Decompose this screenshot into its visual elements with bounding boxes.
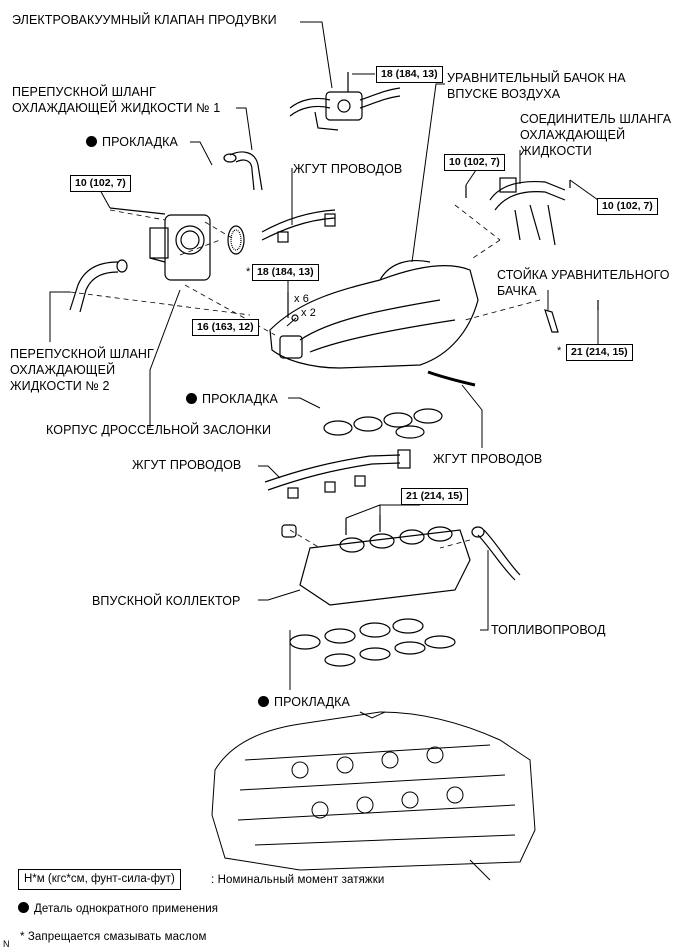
north-mark: N (3, 939, 10, 949)
wire-harness-1-label: ЖГУТ ПРОВОДОВ (293, 162, 403, 176)
intake-manifold-part (281, 515, 471, 606)
gasket-bottom-part (289, 618, 456, 667)
fuel-line-part (471, 526, 521, 581)
legend-no-oil: * Запрещается смазывать маслом (20, 931, 207, 943)
torque-vsv-bolt: 18 (184, 13) (376, 66, 443, 83)
purge-vsv-label: ЭЛЕКТРОВАКУУМНЫЙ КЛАПАН ПРОДУВКИ (12, 13, 277, 27)
torque-throttle-bolt: 10 (102, 7) (70, 175, 131, 192)
surge-tank-stay-part (544, 300, 599, 333)
gasket-bottom-label: ПРОКЛАДКА (258, 694, 350, 710)
bypass-hose-2-part (69, 259, 128, 313)
torque-joint-bolt-left: 10 (102, 7) (444, 154, 505, 171)
legend-non-reusable: Деталь однократного применения (18, 901, 218, 917)
legend-non-reusable-text: Деталь однократного применения (34, 903, 219, 915)
asterisk-mark-2: * (557, 345, 562, 357)
non-reusable-dot-icon (18, 902, 29, 913)
non-reusable-dot-icon (258, 696, 269, 707)
surge-tank-stay-label: СТОЙКА УРАВНИТЕЛЬНОГО БАЧКА (497, 268, 670, 298)
bypass-hose-1-part (223, 151, 263, 191)
assembly-lines (69, 204, 541, 549)
wire-harness-3-label: ЖГУТ ПРОВОДОВ (433, 452, 543, 466)
times-6-mark: x 6 (294, 293, 309, 305)
gasket-top-part (227, 225, 245, 255)
intake-manifold-label: ВПУСКНОЙ КОЛЛЕКТОР (92, 594, 241, 608)
fuel-line-label: ТОПЛИВОПРОВОД (491, 623, 606, 637)
wire-harness-1-part (261, 209, 336, 243)
gasket-mid-part (323, 408, 443, 439)
torque-joint-bolt-right: 10 (102, 7) (597, 198, 658, 215)
times-2-mark: x 2 (301, 307, 316, 319)
gasket-top-label: ПРОКЛАДКА (86, 134, 178, 150)
legend-torque-desc: : Номинальный момент затяжки (211, 874, 385, 886)
bypass-hose-1-label: ПЕРЕПУСКНОЙ ШЛАНГ ОХЛАЖДАЮЩЕЙ ЖИДКОСТИ №… (12, 85, 221, 115)
torque-manifold-bolt: 21 (214, 15) (401, 488, 468, 505)
wire-harness-2-part (264, 449, 411, 499)
purge-vsv-part (289, 72, 401, 131)
throttle-body-label: КОРПУС ДРОССЕЛЬНОЙ ЗАСЛОНКИ (46, 423, 272, 437)
non-reusable-dot-icon (186, 393, 197, 404)
gasket-mid-text: ПРОКЛАДКА (202, 392, 278, 406)
gasket-bottom-text: ПРОКЛАДКА (274, 695, 350, 709)
legend-torque-unit: Н*м (кгс*см, фунт-сила-фут) (18, 869, 181, 890)
torque-tank-bolt: 18 (184, 13) (252, 264, 319, 281)
torque-stay-bolt: 21 (214, 15) (566, 344, 633, 361)
surge-tank-label: УРАВНИТЕЛЬНЫЙ БАЧОК НА ВПУСКЕ ВОЗДУХА (447, 71, 626, 101)
asterisk-mark: * (246, 266, 251, 278)
gasket-mid-label: ПРОКЛАДКА (186, 391, 278, 407)
non-reusable-dot-icon (86, 136, 97, 147)
gasket-top-text: ПРОКЛАДКА (102, 135, 178, 149)
throttle-body-part (109, 207, 211, 281)
wire-harness-2-label: ЖГУТ ПРОВОДОВ (132, 458, 242, 472)
bypass-hose-2-label: ПЕРЕПУСКНОЙ ШЛАНГ ОХЛАЖДАЮЩЕЙ ЖИДКОСТИ №… (10, 347, 154, 393)
hose-joint-label: СОЕДИНИТЕЛЬ ШЛАНГА ОХЛАЖДАЮЩЕЙ ЖИДКОСТИ (520, 112, 672, 158)
leader-lines (49, 21, 606, 690)
hose-joint-part (465, 177, 571, 246)
torque-tank-nut: 16 (163, 12) (192, 319, 259, 336)
wire-harness-3-part (427, 370, 476, 387)
surge-tank-part (269, 259, 479, 369)
engine-block-part (211, 711, 536, 881)
